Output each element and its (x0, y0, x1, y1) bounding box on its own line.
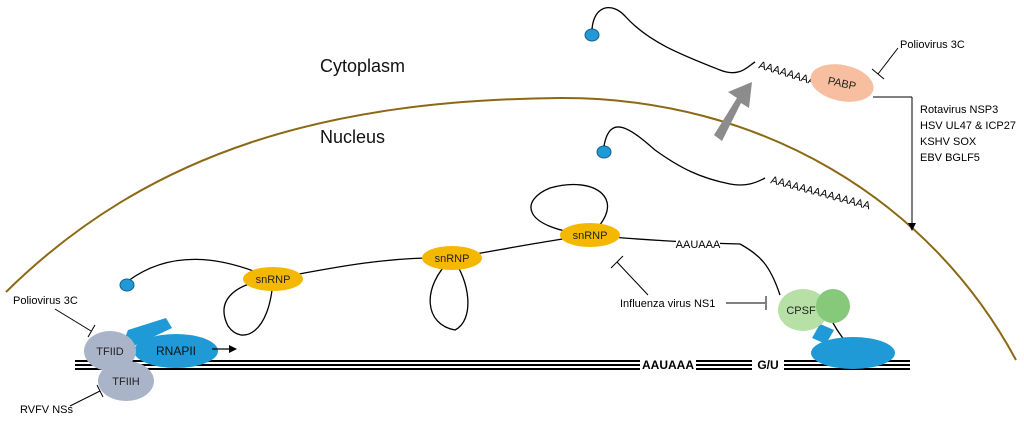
poliovirus-3c-tfiid-label: Poliovirus 3C (13, 295, 78, 307)
transcription-complex: RNAPII TFIIH TFIID (84, 318, 237, 401)
snrnp-2 (422, 246, 482, 270)
cytoplasmic-mrna (591, 6, 756, 74)
tfiid-inhibition-line (54, 308, 92, 332)
pabp-label: PABP (827, 75, 857, 93)
snrnp-2-label: snRNP (435, 253, 470, 265)
tfiih-inhibition-line (69, 390, 101, 407)
cytoplasm-label: Cytoplasm (320, 56, 405, 76)
tfiid-label: TFIID (96, 346, 124, 358)
pabp (810, 64, 874, 102)
snrnp-1-label: snRNP (256, 274, 291, 286)
dna-polya-signal: AAUAAA (642, 358, 694, 372)
dna-gu-element: G/U (757, 358, 778, 372)
decay-factor-list: Rotavirus NSP3 HSV UL47 & ICP27 KSHV SOX… (920, 104, 1016, 164)
snrnp-3 (560, 223, 620, 247)
nuclear-mrna-cap-icon (596, 145, 612, 159)
cleavage-factor (811, 337, 895, 369)
cpsf-subunit (816, 289, 850, 323)
nascent-cap-icon (119, 278, 135, 292)
rvfv-nss-label: RVFV NSs (20, 404, 73, 416)
tfiih-label: TFIIH (112, 376, 140, 388)
cpsf (778, 289, 828, 331)
ns1-snrnp-inhibition-line (616, 261, 649, 296)
cpsf-label: CPSF (786, 305, 816, 317)
tfiih (98, 361, 154, 401)
cleavage-complex: CPSF (778, 289, 895, 369)
rna-polya-signal: AAUAAA (676, 239, 721, 251)
snrnp-1 (243, 267, 303, 291)
influenza-ns1-label: Influenza virus NS1 (620, 298, 715, 310)
cleavage-factor-arm-icon (812, 324, 834, 344)
decay-factor-4: EBV BGLF5 (920, 152, 980, 164)
pabp-inhibition-line (877, 47, 899, 75)
nuclear-polya-tail: AAAAAAAAAAAAAA (769, 174, 872, 212)
decay-factor-2: HSV UL47 & ICP27 (920, 120, 1016, 132)
rnapii-arm-icon (124, 318, 172, 346)
decay-factor-1: Rotavirus NSP3 (920, 104, 998, 116)
cytoplasmic-mrna-cap-icon (584, 28, 600, 42)
rnapii-label: RNAPII (156, 344, 196, 358)
tfiid (84, 331, 136, 371)
nuclear-mrna (603, 126, 766, 186)
nucleus-label: Nucleus (320, 127, 385, 147)
rnapii (134, 334, 218, 368)
export-arrow-icon (714, 82, 752, 141)
poliovirus-3c-pabp-label: Poliovirus 3C (900, 39, 965, 51)
decay-factor-3: KSHV SOX (920, 136, 977, 148)
snrnp-3-label: snRNP (573, 230, 608, 242)
